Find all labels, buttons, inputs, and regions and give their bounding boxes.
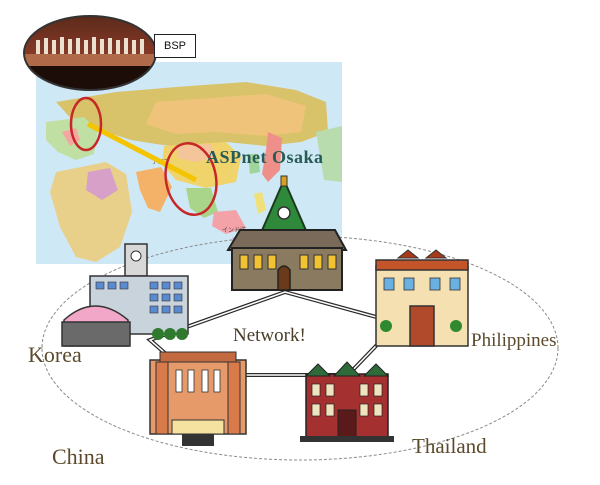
aspnet-osaka-title: ASPnet Osaka xyxy=(206,147,324,167)
highlight-ellipse-asia xyxy=(164,142,218,216)
highlight-ellipse-europe xyxy=(69,96,103,152)
philippines-label: Philippines xyxy=(471,330,557,351)
map-region-label-india: インド洋 xyxy=(222,226,246,234)
thailand-label: Thailand xyxy=(412,434,487,458)
thailand-building-icon xyxy=(300,361,394,442)
china-label: China xyxy=(52,444,105,469)
network-label: Network! xyxy=(233,325,306,346)
bsp-callout: BSP xyxy=(154,34,196,58)
philippines-building-icon xyxy=(375,249,469,347)
korea-label: Korea xyxy=(28,342,82,367)
china-building-icon xyxy=(149,351,247,446)
bsp-photo xyxy=(23,15,157,91)
link-line xyxy=(86,121,198,183)
world-map: アジア インド洋 xyxy=(36,62,342,264)
korea-building-icon xyxy=(61,243,189,347)
osaka-building-icon xyxy=(226,175,348,291)
